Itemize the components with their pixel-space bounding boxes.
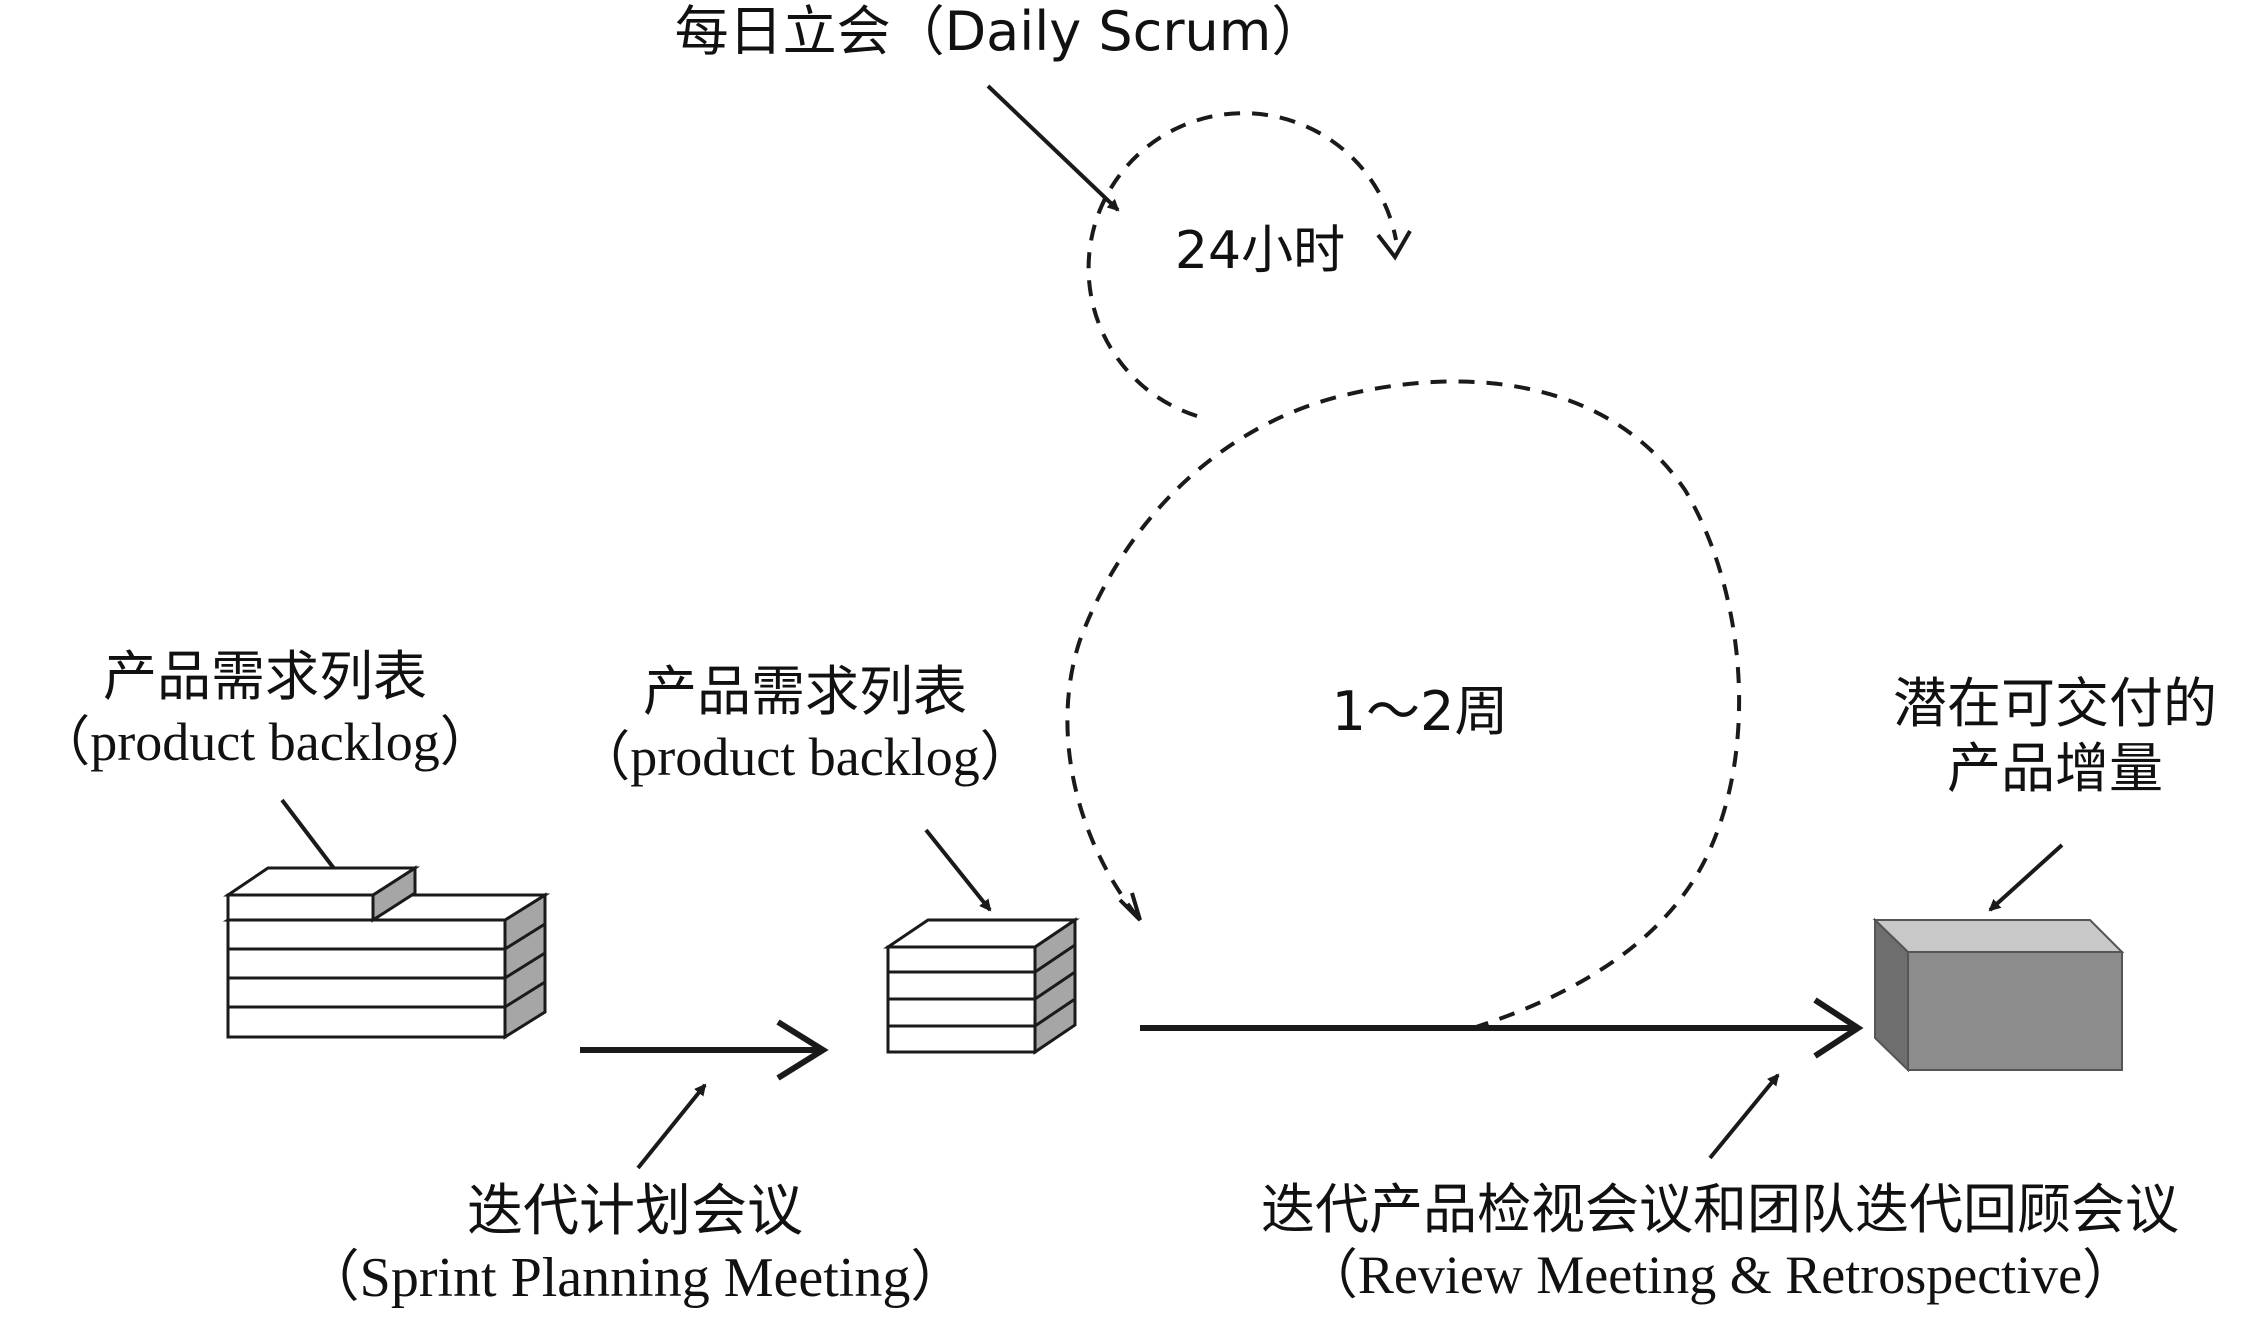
sprint-planning-label: 迭代计划会议 （Sprint Planning Meeting） bbox=[275, 1178, 995, 1312]
hours-24-label: 24小时 bbox=[1174, 221, 1346, 281]
review-retrospective-zh: 迭代产品检视会议和团队迭代回顾会议 bbox=[1261, 1178, 2179, 1241]
product-increment-label: 潜在可交付的 产品增量 bbox=[1860, 672, 2250, 802]
product-backlog-left-zh: 产品需求列表 bbox=[103, 645, 427, 708]
product-increment-line1: 潜在可交付的 bbox=[1893, 672, 2217, 735]
daily-scrum-label: 每日立会（Daily Scrum） bbox=[674, 0, 1326, 63]
product-backlog-stack-small bbox=[883, 917, 1080, 1055]
review-retrospective-en: （Review Meeting & Retrospective） bbox=[1303, 1244, 2137, 1305]
pointer-arrows bbox=[280, 84, 2064, 1170]
product-increment-box bbox=[1872, 917, 2125, 1073]
product-backlog-mid-label: 产品需求列表 （product backlog） bbox=[570, 660, 1040, 790]
product-backlog-stack-large bbox=[222, 865, 551, 1040]
sprint-planning-zh: 迭代计划会议 bbox=[467, 1179, 803, 1244]
product-backlog-left-en: （product backlog） bbox=[36, 711, 494, 772]
weeks-label: 1～2周 bbox=[1331, 680, 1509, 743]
sprint-planning-en: （Sprint Planning Meeting） bbox=[303, 1247, 967, 1310]
product-backlog-mid-en: （product backlog） bbox=[576, 726, 1034, 787]
sprint-loop bbox=[1065, 379, 1742, 1030]
product-backlog-left-label: 产品需求列表 （product backlog） bbox=[30, 645, 500, 775]
product-increment-line2: 产品增量 bbox=[1947, 736, 2163, 800]
sprint-main-arrow bbox=[1140, 997, 1864, 1059]
product-backlog-mid-zh: 产品需求列表 bbox=[643, 660, 967, 723]
planning-arrow bbox=[580, 1019, 829, 1081]
review-retrospective-label: 迭代产品检视会议和团队迭代回顾会议 （Review Meeting & Retr… bbox=[1190, 1178, 2250, 1308]
daily-scrum-loop bbox=[1086, 111, 1412, 418]
